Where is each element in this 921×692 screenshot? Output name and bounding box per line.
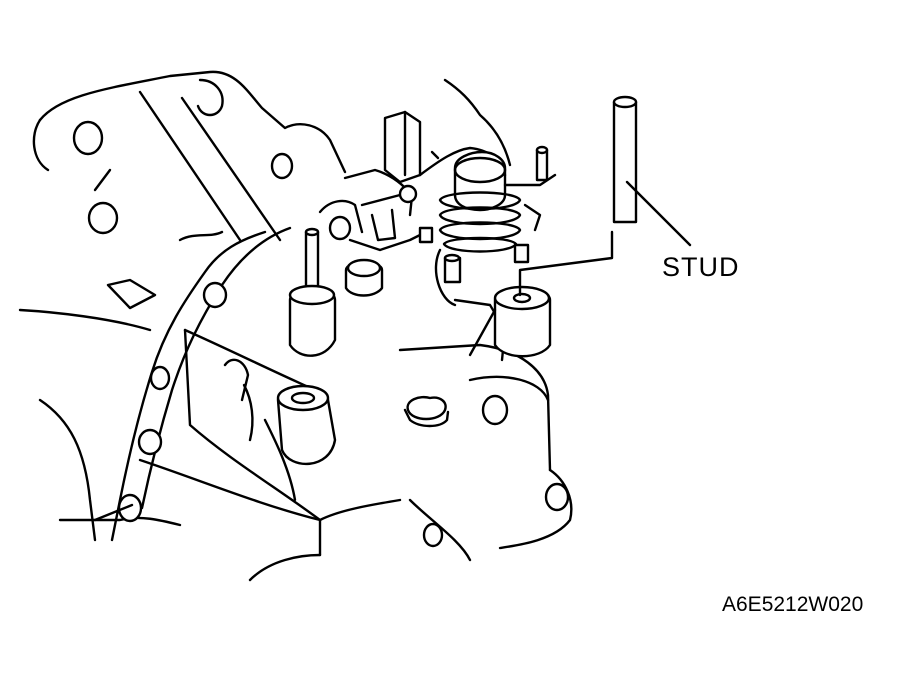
stud-part bbox=[612, 95, 638, 224]
main-housing bbox=[138, 298, 573, 582]
stud-label: STUD bbox=[662, 252, 740, 282]
figure-code: A6E5212W020 bbox=[722, 593, 864, 616]
transaxle-case bbox=[18, 70, 347, 542]
case-flange bbox=[93, 226, 292, 542]
front-boss bbox=[263, 384, 337, 502]
stud-boss bbox=[468, 285, 552, 358]
case-dowels bbox=[288, 226, 462, 357]
stud-leader-line bbox=[625, 180, 692, 247]
bellows-assembly bbox=[434, 145, 557, 307]
stud-location-leader-line bbox=[518, 230, 614, 297]
